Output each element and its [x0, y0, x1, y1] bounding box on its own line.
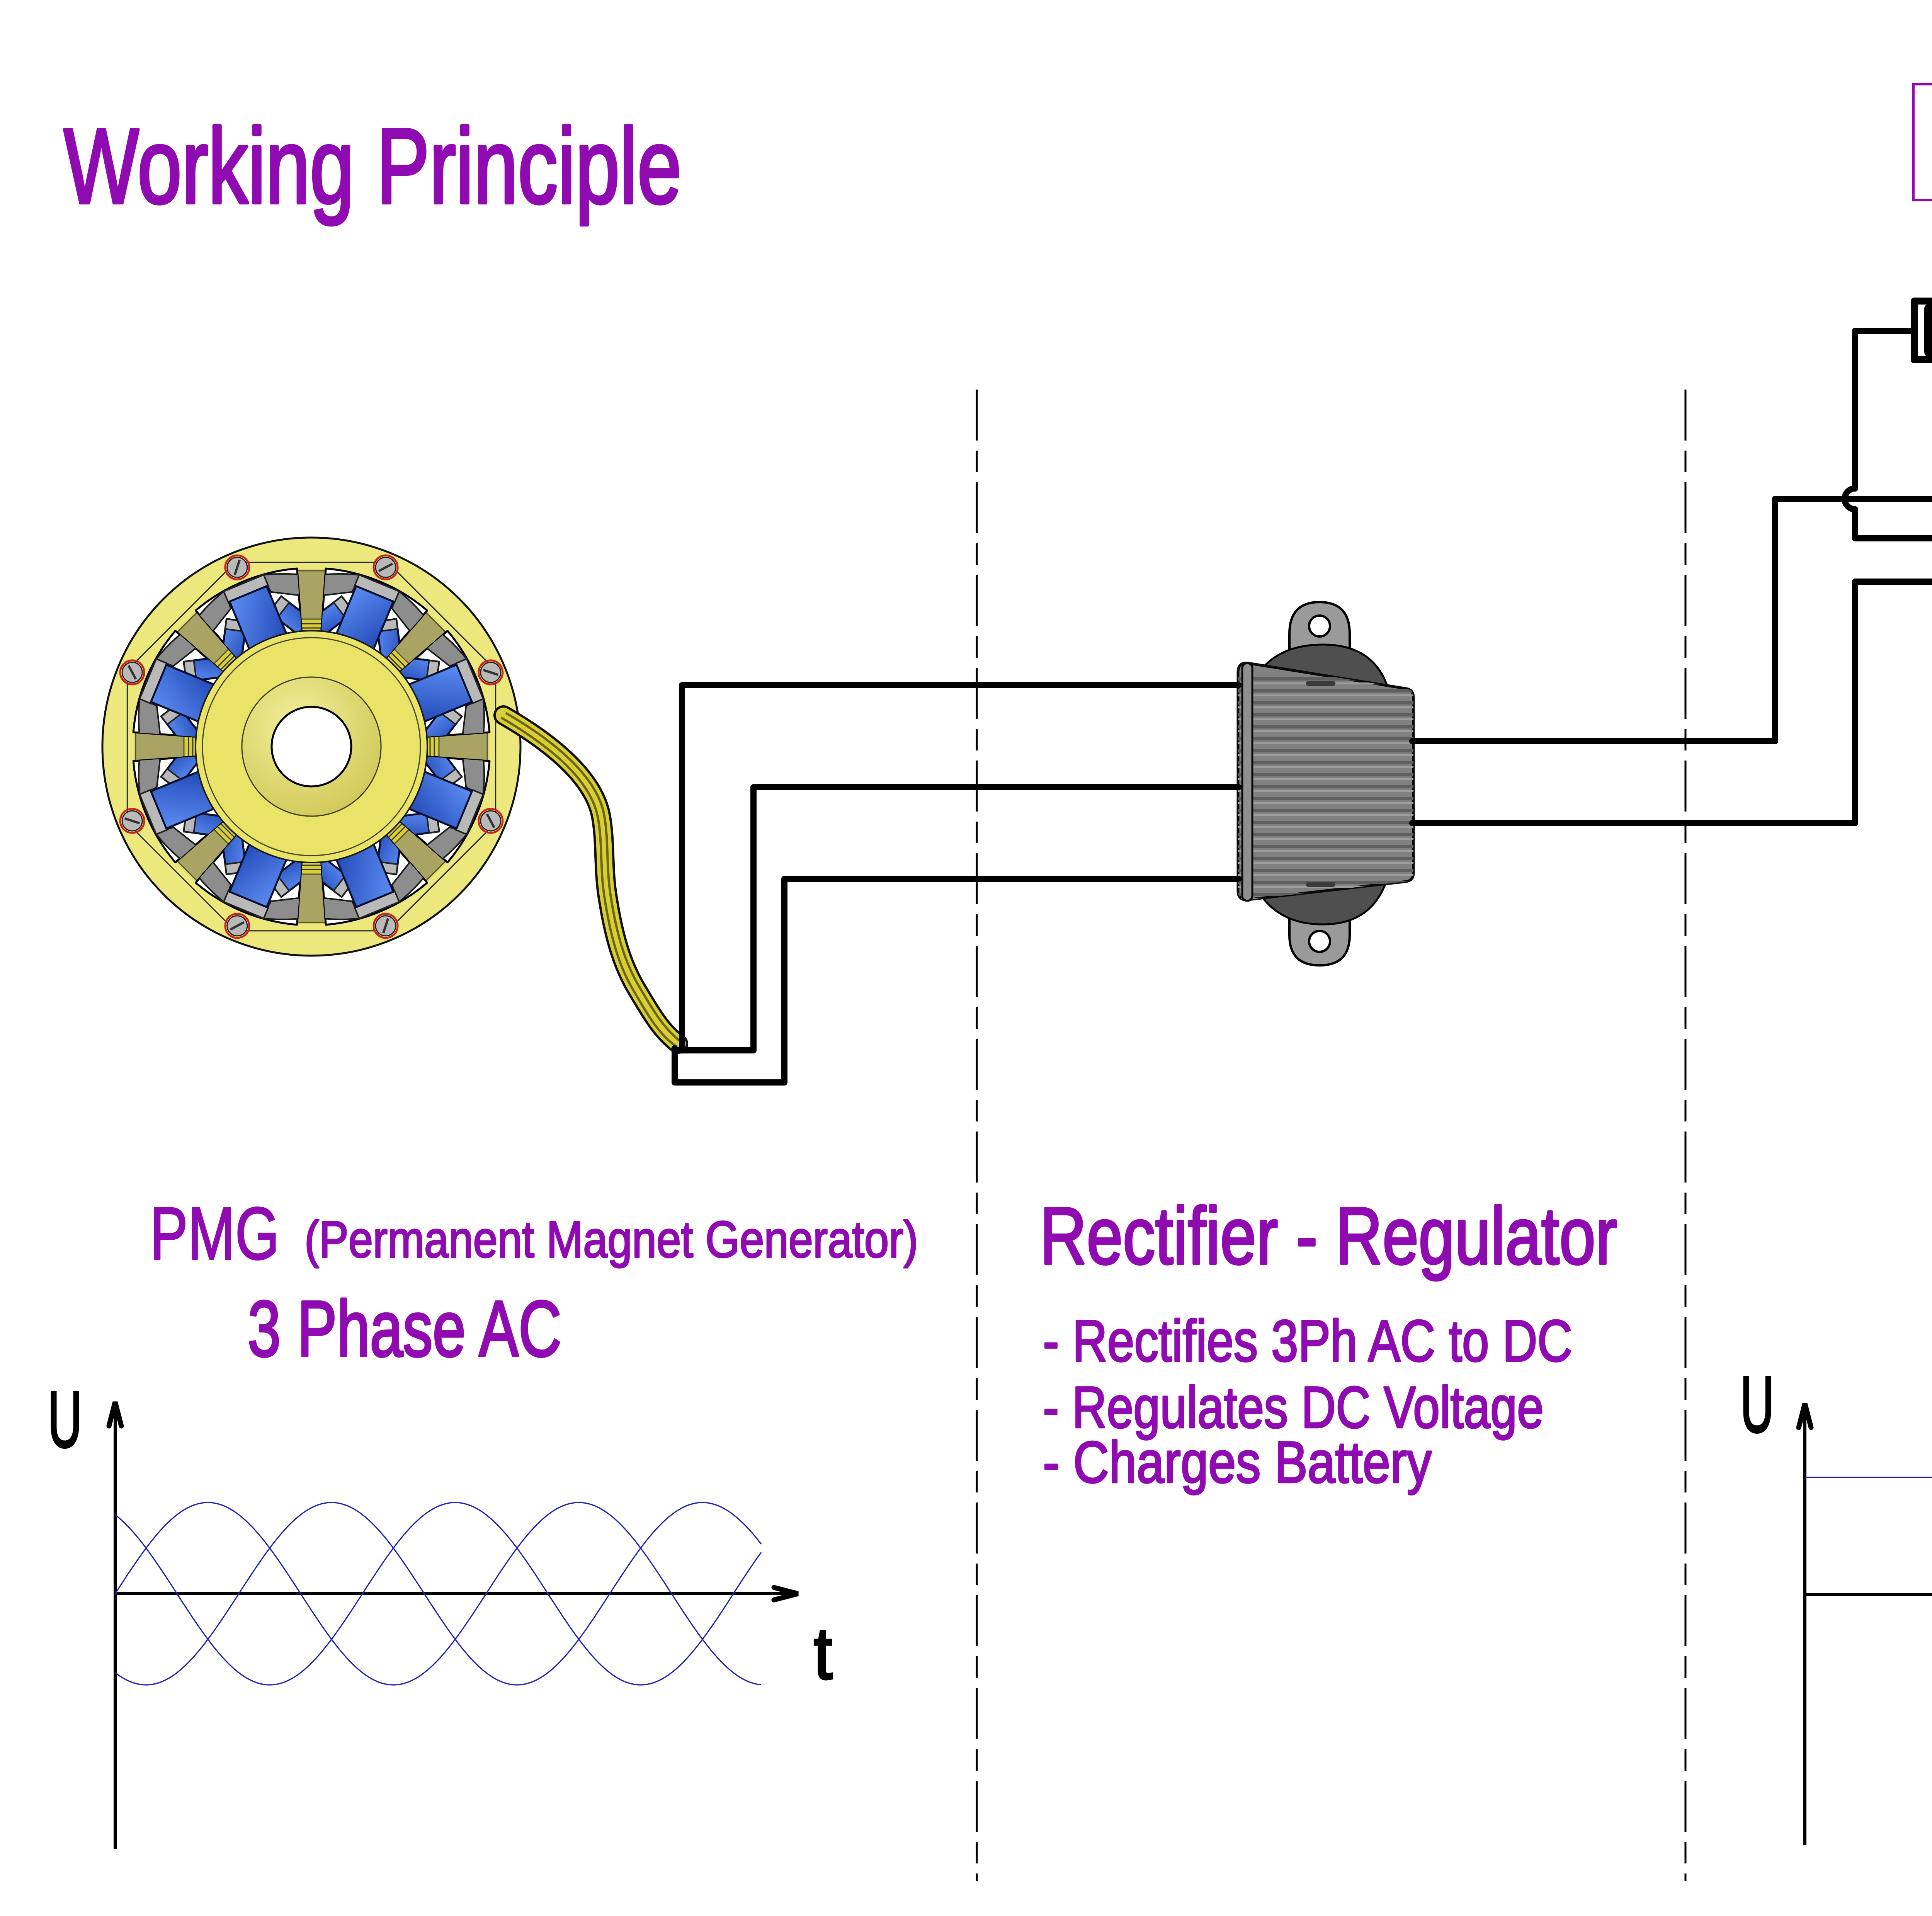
svg-text:3 Phase AC: 3 Phase AC: [248, 1285, 561, 1373]
svg-text:PMG: PMG: [150, 1192, 279, 1275]
svg-text:(Permanent Magnet Generator): (Permanent Magnet Generator): [304, 1211, 918, 1268]
svg-text:- Charges Battery: - Charges Battery: [1043, 1429, 1432, 1495]
svg-text:- Regulates DC Voltage: - Regulates DC Voltage: [1043, 1375, 1544, 1440]
svg-text:Failsafe buffer capacitor: Failsafe buffer capacitor: [1930, 92, 1932, 153]
svg-text:Working Principle: Working Principle: [64, 107, 682, 226]
svg-text:U: U: [48, 1375, 82, 1464]
svg-text:U: U: [1740, 1360, 1774, 1449]
svg-text:Rectifier - Regulator: Rectifier - Regulator: [1040, 1191, 1617, 1281]
svg-text:t: t: [814, 1613, 832, 1695]
svg-text:- Rectifies 3Ph AC to DC: - Rectifies 3Ph AC to DC: [1043, 1308, 1572, 1374]
